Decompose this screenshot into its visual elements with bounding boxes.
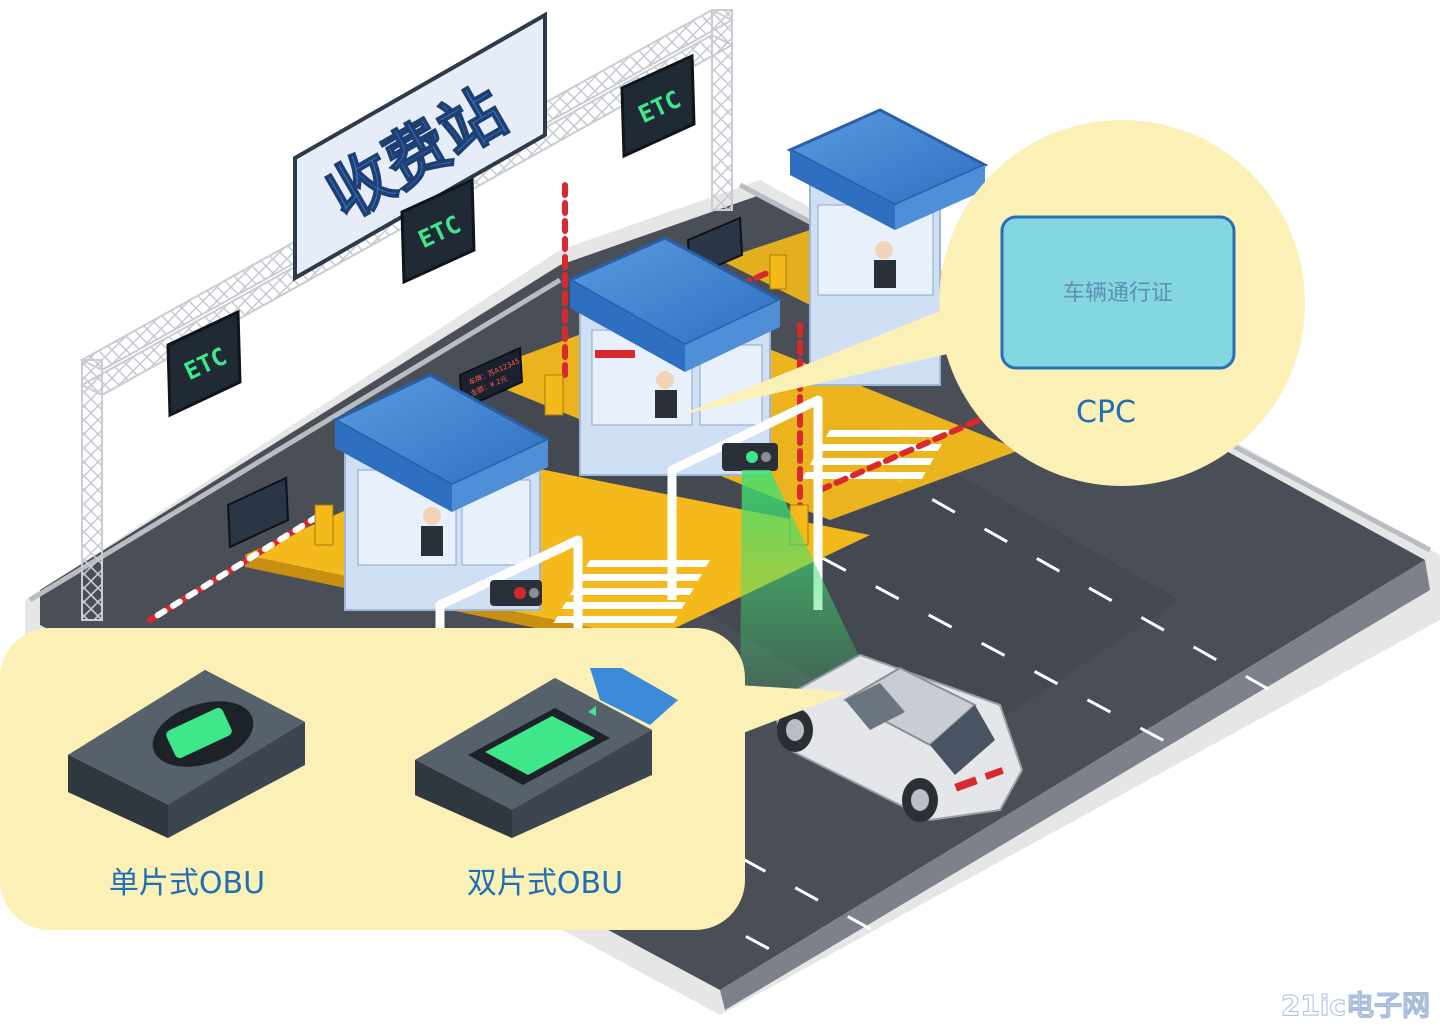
etc-signal-beam [740,470,875,700]
single-chip-obu-label: 单片式OBU [109,866,265,901]
etc-sign-middle: ETC [400,177,476,285]
barrier-post [769,254,787,290]
toll-booth-middle [566,236,784,476]
barrier-post [544,374,564,416]
etc-sign-right: ETC [620,53,696,159]
cpc-callout-pointer [680,305,965,415]
cpc-card-text: 车辆通行证 [1063,281,1173,306]
single-chip-obu-device [68,670,305,838]
cpc-card [1000,215,1236,370]
etc-antenna-rear [722,443,778,471]
dual-chip-obu-device [415,668,678,838]
toll-booth-front [331,373,552,611]
etc-antenna-gantry-rear [667,395,823,610]
barrier-post [314,504,334,546]
etc-antenna-gantry-front [435,535,583,630]
etc-sign-left: ETC [166,309,242,418]
barrier-arms [147,182,993,623]
dual-chip-obu-label: 双片式OBU [467,866,623,901]
obu-callout-pointer [738,685,850,735]
etc-antenna-front [490,580,542,606]
obu-callout: 单片式OBU 双片式OBU [0,628,850,930]
cpc-label: CPC [1076,395,1136,430]
watermark: 21ic电子网 [1281,989,1430,1022]
cpc-callout: 车辆通行证 CPC [680,120,1305,486]
lane-display-board [226,476,290,549]
